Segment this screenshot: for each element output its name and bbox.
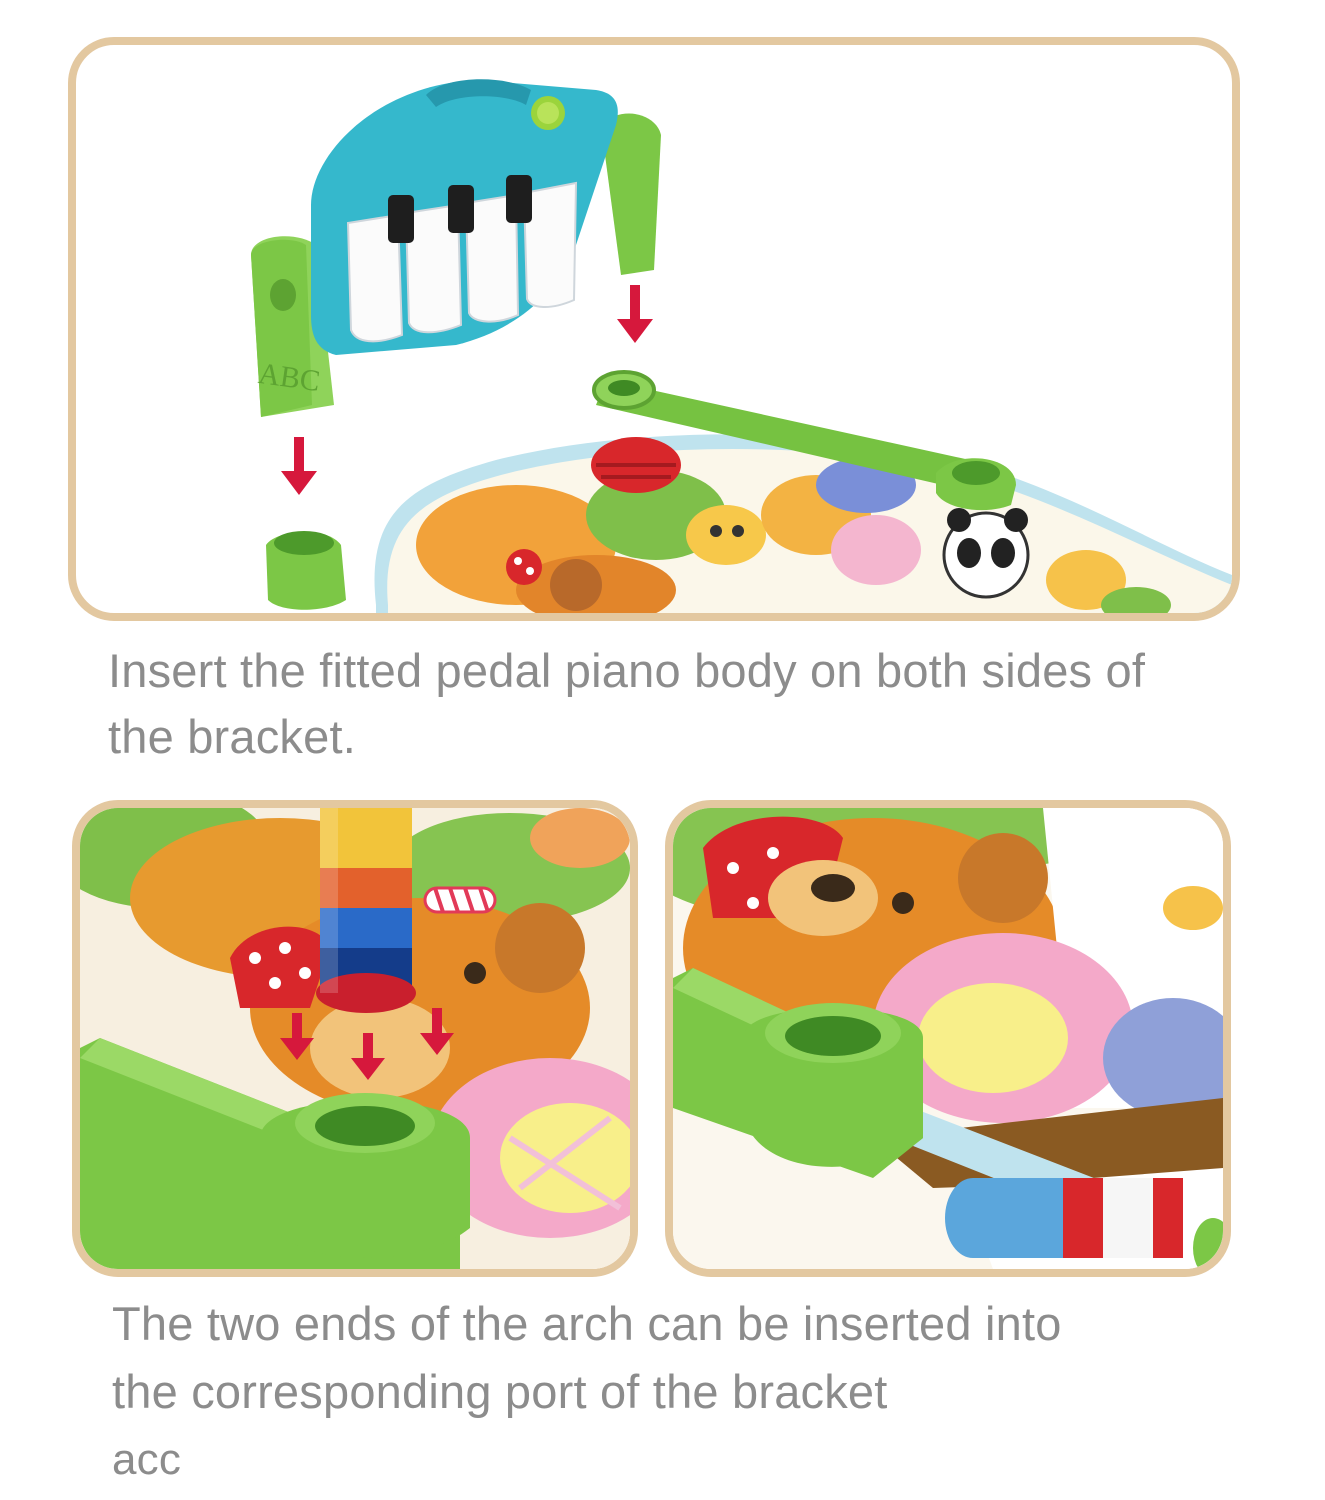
play-mat — [374, 434, 1232, 613]
step1-caption: Insert the fitted pedal piano body on bo… — [108, 644, 1146, 763]
bracket-left-end — [266, 531, 346, 610]
arch-insertion-closeup — [80, 808, 630, 1269]
down-arrow-icon — [280, 1013, 314, 1060]
piano-keys — [346, 175, 578, 343]
bracket-port — [673, 968, 923, 1178]
down-arrow-icon — [617, 285, 653, 343]
bracket-bar — [592, 370, 1016, 511]
bracket-port — [80, 1038, 470, 1269]
step2-caption-line-1: The two ends of the arch can be inserted… — [112, 1297, 1062, 1350]
piano-body: ABC — [251, 79, 661, 417]
arch-tube — [945, 1168, 1223, 1269]
down-arrow-icon — [351, 1033, 385, 1080]
arch-inserted-closeup — [673, 808, 1223, 1269]
step2-image-frame-right — [665, 800, 1231, 1277]
down-arrow-icon — [420, 1008, 454, 1055]
piano-assembly-illustration: ABC — [251, 79, 1232, 613]
step2-image-frame-left — [72, 800, 638, 1277]
step2-caption-line-3: acc — [112, 1435, 182, 1484]
step1-image-frame: ABC — [68, 37, 1240, 621]
step2-caption: The two ends of the arch can be inserted… — [112, 1290, 1232, 1494]
arch-end — [316, 808, 416, 1013]
down-arrow-icon — [281, 437, 317, 495]
step2-caption-line-2: the corresponding port of the bracket — [112, 1365, 888, 1418]
